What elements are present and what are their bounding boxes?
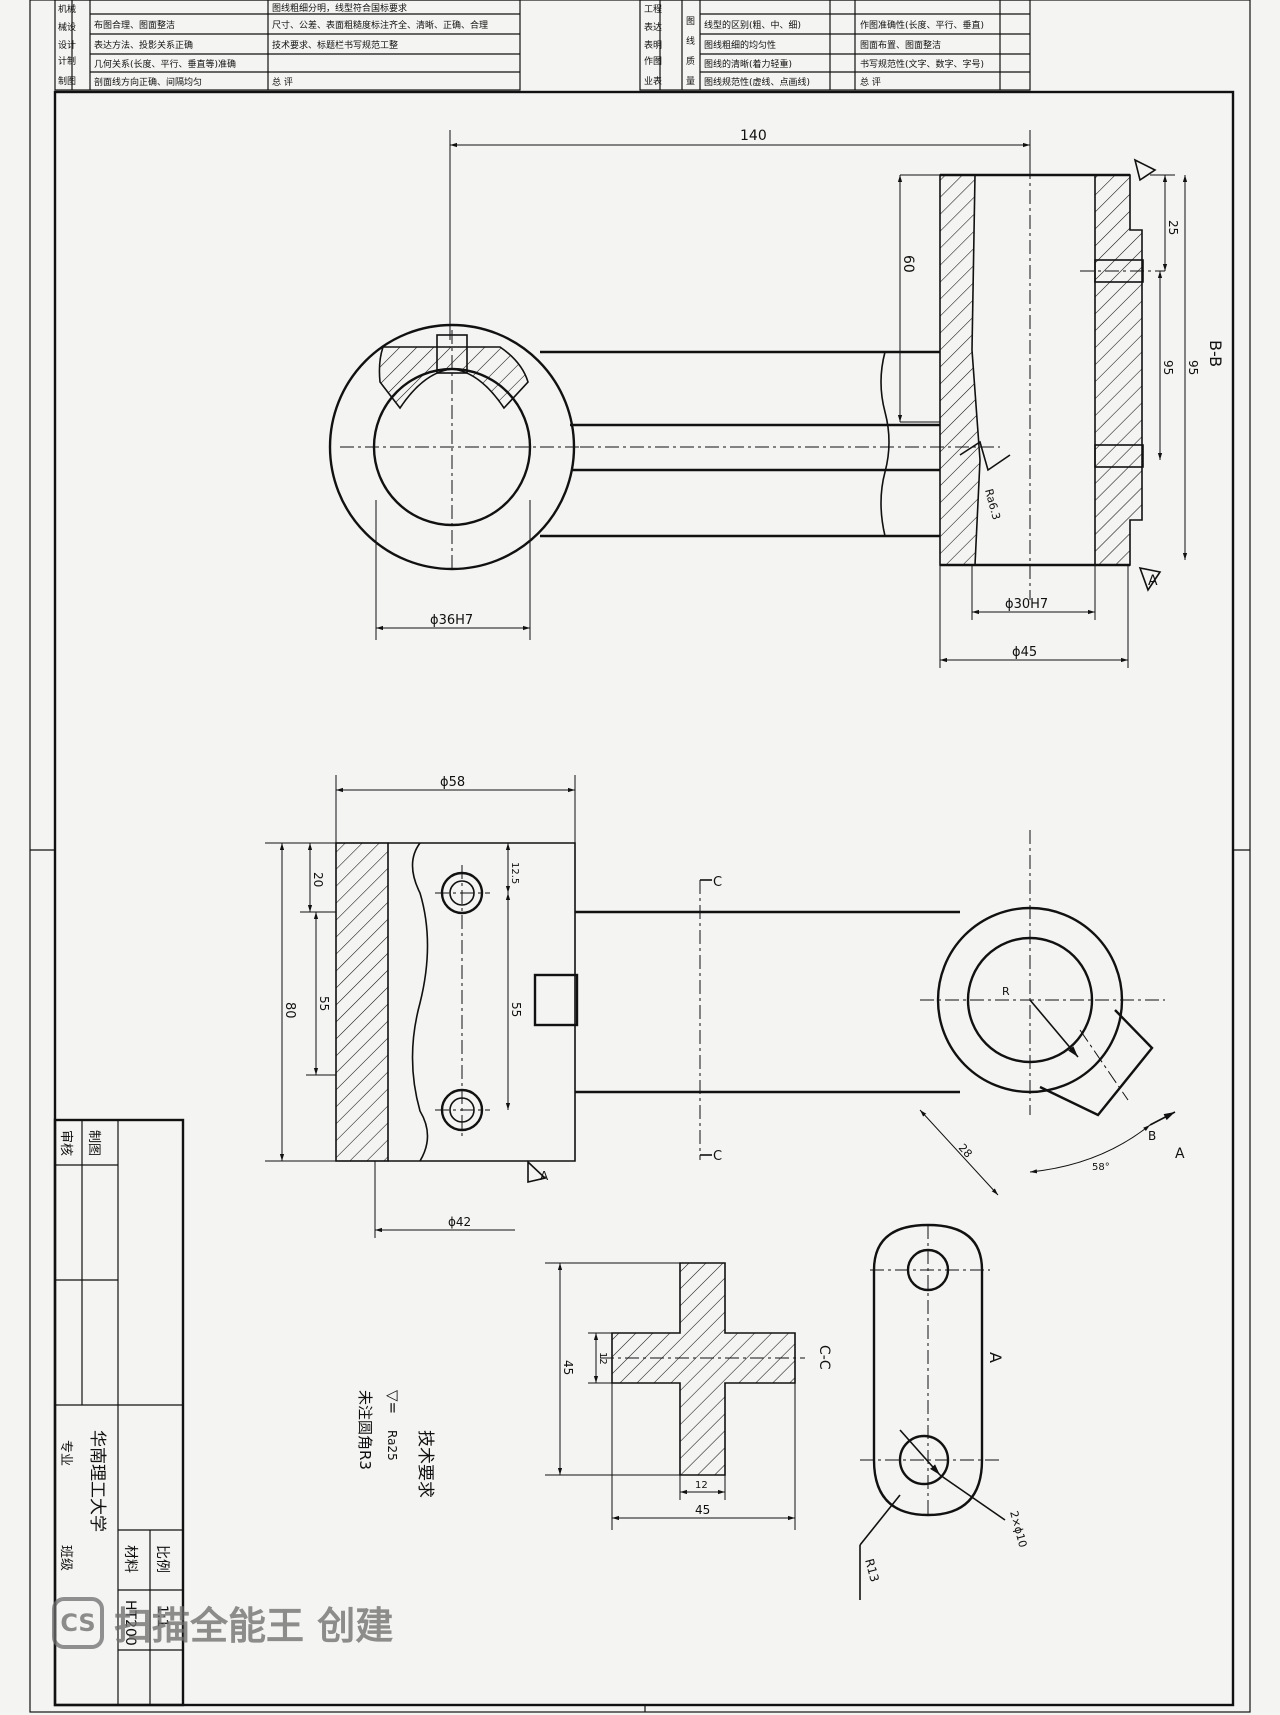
scanner-watermark: CS 扫描全能王 创建 [52, 1595, 393, 1650]
dim-45v: 45 [561, 1360, 575, 1375]
dim-55a: 55 [317, 996, 331, 1011]
gt-left-side-0: 机械 [58, 3, 76, 15]
watermark-text: 扫描全能王 创建 [114, 1604, 394, 1648]
tb-drawn: 制图 [86, 1130, 101, 1156]
tech-req-line2: 未注圆角R3 [356, 1390, 374, 1470]
dim-2x-phi10: 2×ϕ10 [1007, 1509, 1029, 1549]
dim-r: R [1002, 985, 1010, 998]
dim-phi45: ϕ45 [1012, 645, 1037, 660]
dim-80: 80 [282, 1002, 297, 1019]
view-a-label: A [986, 1352, 1005, 1363]
dim-95a: 95 [1161, 360, 1175, 375]
dim-25: 25 [1166, 220, 1180, 235]
gt-right-mid-1: 线 [686, 35, 695, 47]
gt-right2-row-1: 图面布置、图面整洁 [860, 39, 941, 51]
section-cc-view: 45 12 12 45 C-C [545, 1262, 832, 1530]
gt-right-side-4: 业表 [644, 75, 662, 87]
gt-left-row-0: 布图合理、图面整洁 [94, 19, 175, 31]
tb-school: 华南理工大学 [87, 1430, 107, 1532]
cut-c-bottom: C [713, 1149, 722, 1164]
dim-12-5: 12.5 [509, 862, 520, 884]
dim-phi58: ϕ58 [440, 775, 465, 790]
gt-right-mid-0: 图 [686, 16, 695, 27]
tb-checked: 审核 [58, 1130, 73, 1156]
gt-right-side-3: 作图 [644, 55, 662, 67]
gt-left-row-2: 几何关系(长度、平行、垂直等)准确 [94, 58, 236, 70]
gt-right-mid-2: 质 [686, 55, 695, 67]
gt-mid-row-0: 图线粗细分明，线型符合国标要求 [272, 2, 407, 14]
view-b-label: B [1148, 1129, 1156, 1143]
gt-right2-row-2: 书写规范性(文字、数字、字号) [860, 58, 984, 70]
camscanner-logo-icon: CS [52, 1596, 104, 1649]
gt-left-row-1: 表达方法、投影关系正确 [94, 39, 193, 51]
dim-28: 28 [956, 1141, 975, 1160]
gt-right-row-1: 图线粗细的均匀性 [704, 39, 776, 51]
technical-requirements: 技术要求 ▽= Ra25 未注圆角R3 [356, 1390, 435, 1498]
gt-mid-row-1: 尺寸、公差、表面粗糙度标注齐全、清晰、正确、合理 [272, 19, 488, 31]
gt-right-row-2: 图线的清晰(着力轻重) [704, 58, 792, 70]
gt-left-side-4: 制图 [58, 75, 76, 87]
section-bb-label: B-B [1206, 340, 1225, 367]
section-bb-view: 140 60 25 95 95 B-B ϕ36H7 ϕ30H7 ϕ45 Ra6.… [328, 128, 1225, 668]
dim-140: 140 [740, 128, 767, 144]
gt-right2-row-0: 作图准确性(长度、平行、垂直) [860, 19, 984, 31]
tb-class: 班级 [58, 1545, 73, 1571]
tech-req-line1-right: Ra25 [385, 1430, 399, 1461]
paper-border [29, 0, 1251, 1713]
tb-major: 专业 [58, 1440, 73, 1466]
gt-right-row-3: 图线规范性(虚线、点画线) [704, 76, 810, 88]
gt-left-side-3: 计制 [58, 55, 76, 67]
gt-right-side-1: 表达 [644, 21, 662, 33]
gt-right-side-0: 工程 [644, 4, 662, 15]
gt-left-side-1: 械设 [58, 21, 76, 33]
dim-45h: 45 [695, 1503, 710, 1517]
gt-mid-row-3: 总 评 [272, 76, 293, 88]
gt-mid-row-2: 技术要求、标题栏书写规范工整 [272, 39, 398, 51]
dim-r13: R13 [862, 1557, 882, 1583]
gt-right-mid-3: 量 [686, 76, 695, 87]
gt-right2-row-3: 总 评 [860, 76, 881, 88]
title-block: 制图 审核 华南理工大学 专业 班级 比例 材料 1:1 HT200 [53, 1118, 185, 1707]
tech-req-line1-left: ▽= [384, 1390, 402, 1414]
cut-c-top: C [713, 875, 722, 890]
gt-left-row-3: 剖面线方向正确、间隔均匀 [94, 76, 202, 88]
datum-a-front: A [540, 1169, 549, 1183]
dim-55b: 55 [509, 1002, 523, 1017]
tb-material-value: HT200 [122, 1600, 138, 1646]
dim-phi42: ϕ42 [448, 1215, 471, 1229]
dim-20: 20 [311, 872, 325, 887]
drawing-frame [53, 90, 1235, 1707]
dim-12a: 12 [597, 1352, 608, 1365]
dim-phi36: ϕ36H7 [430, 613, 473, 628]
view-a: 2×ϕ10 R13 A [859, 1223, 1029, 1600]
datum-a-bb: A [1148, 573, 1158, 589]
dim-phi30: ϕ30H7 [1005, 597, 1048, 612]
front-view: C C R ϕ58 80 20 55 12.5 55 [265, 775, 1185, 1238]
dim-95b: 95 [1186, 360, 1200, 375]
gt-right-row-0: 线型的区别(粗、中、细) [704, 19, 801, 31]
dim-12b: 12 [695, 1480, 708, 1491]
grading-table: 机械 械设 设计 计制 制图 布图合理、图面整洁 表达方法、投影关系正确 几何关… [54, 0, 1031, 91]
tb-material-label: 材料 [122, 1545, 138, 1573]
tb-scale-value: 1:1 [154, 1605, 170, 1628]
gt-left-side-2: 设计 [58, 39, 76, 51]
tech-req-title: 技术要求 [415, 1430, 435, 1498]
section-cc-label: C-C [816, 1345, 832, 1370]
dim-58deg: 58° [1092, 1162, 1110, 1173]
roughness-ra63: Ra6.3 [982, 487, 1003, 521]
view-a-arrow-label: A [1175, 1146, 1185, 1162]
gt-right-side-2: 表明 [644, 39, 662, 51]
dim-60: 60 [900, 255, 916, 273]
tb-scale-label: 比例 [154, 1545, 170, 1573]
